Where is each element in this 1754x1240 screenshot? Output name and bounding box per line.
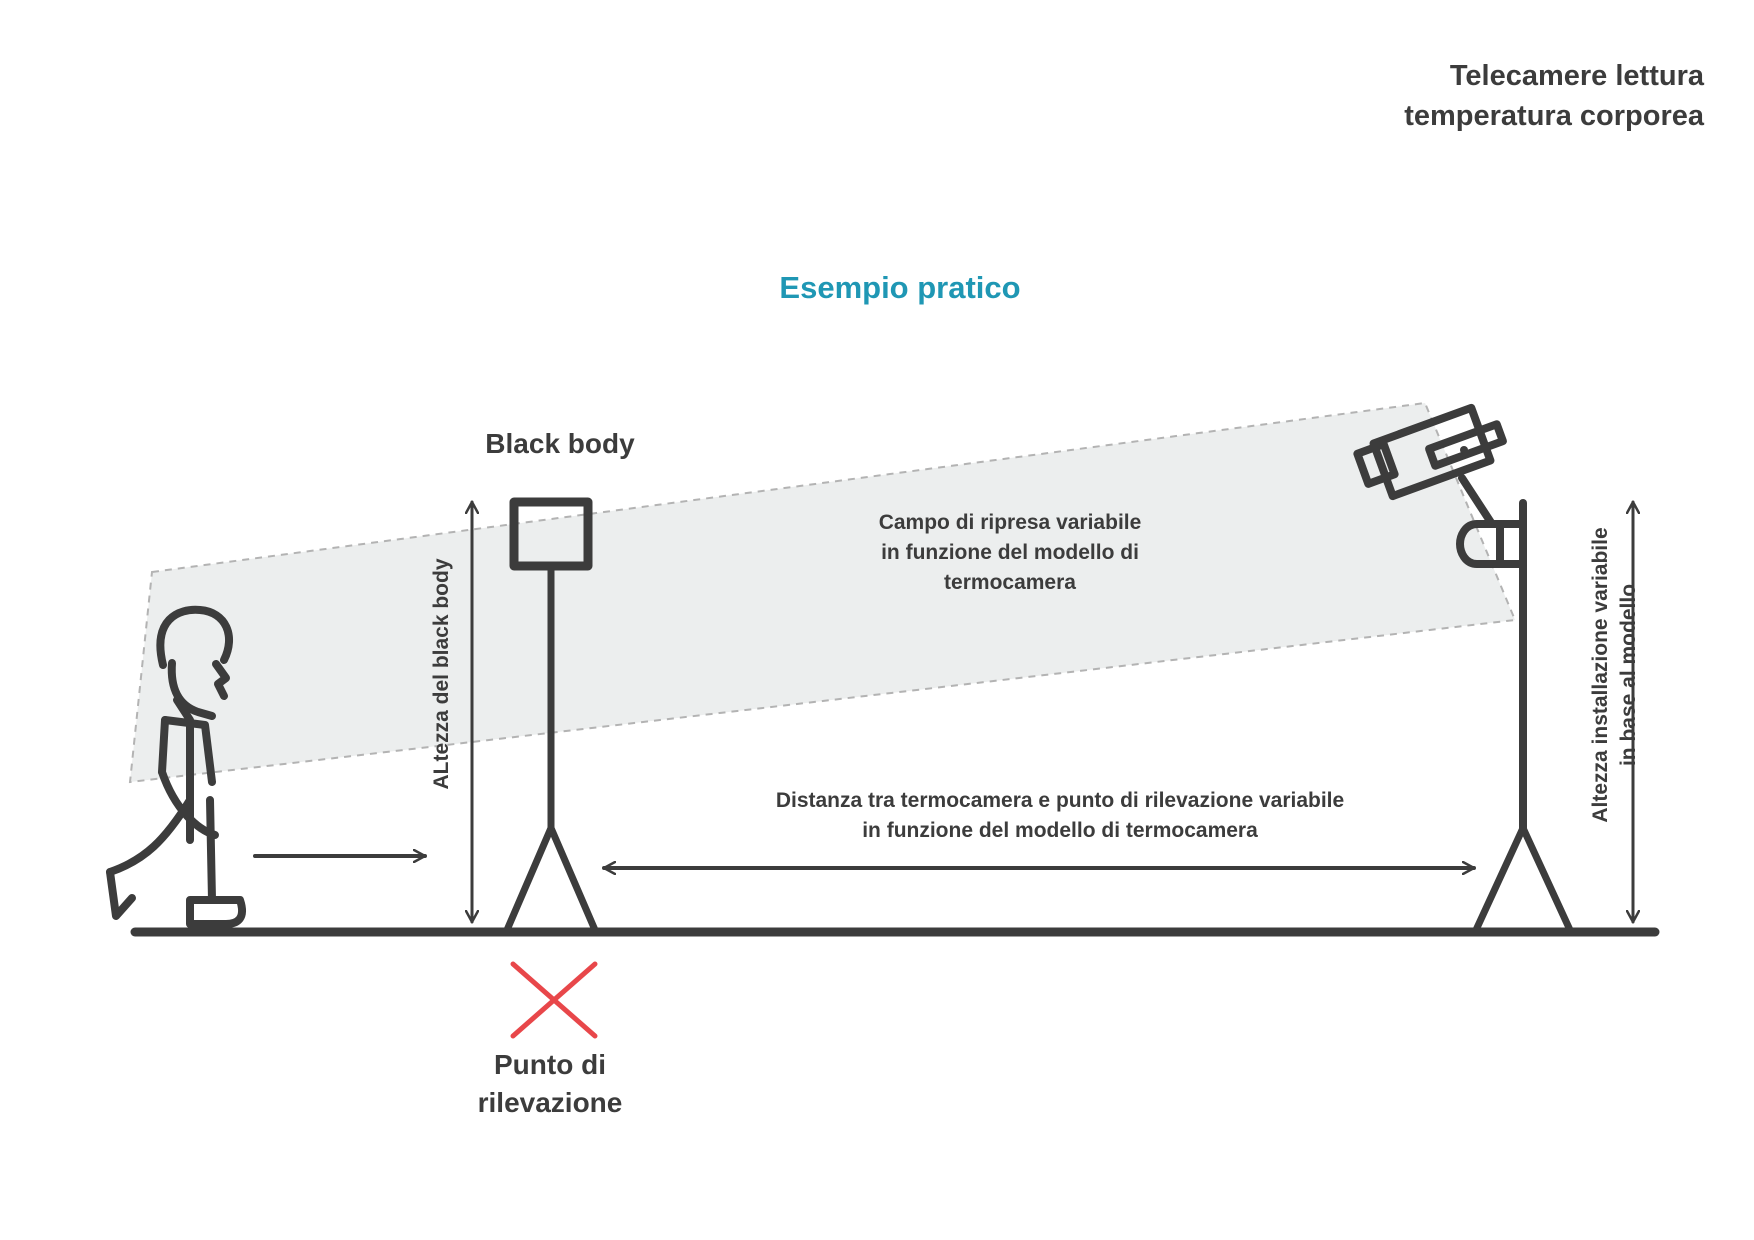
walking-person-icon xyxy=(106,605,247,928)
detection-point-label: Punto di rilevazione xyxy=(430,1046,670,1122)
detection-point-label-line-2: rilevazione xyxy=(477,1087,623,1118)
installation-height-label-line-2: in base al modello xyxy=(1617,583,1640,767)
document-title-line-1: Telecamere lettura xyxy=(1449,60,1704,92)
document-title: Telecamere lettura temperatura corporea xyxy=(1184,56,1704,136)
installation-height-label: Altezza installazione variabile in base … xyxy=(1587,495,1643,855)
distance-label-line-1: Distanza tra termocamera e punto di rile… xyxy=(775,789,1345,812)
section-subtitle: Esempio pratico xyxy=(779,270,1021,305)
black-body-stand xyxy=(503,497,599,934)
camera-tripod xyxy=(1472,824,1574,934)
x-mark-icon xyxy=(510,961,598,1039)
black-body-label: Black body xyxy=(485,428,635,459)
distance-label: Distanza tra termocamera e punto di rile… xyxy=(640,786,1480,846)
field-of-view-label-line-1: Campo di ripresa variabile xyxy=(878,511,1142,534)
black-body-height-label: ALtezza del black body xyxy=(430,558,453,790)
black-body-tripod xyxy=(503,824,599,934)
document-title-line-2: temperatura corporea xyxy=(1404,100,1704,132)
field-of-view-label-line-2: in funzione del modello di xyxy=(881,541,1139,564)
thermal-camera-icon xyxy=(1353,403,1527,568)
detection-point-label-line-1: Punto di xyxy=(494,1049,606,1080)
installation-height-label-line-1: Altezza installazione variabile xyxy=(1589,527,1612,823)
field-of-view-label-line-3: termocamera xyxy=(944,571,1076,594)
field-of-view-label: Campo di ripresa variabile in funzione d… xyxy=(800,508,1220,598)
distance-label-line-2: in funzione del modello di termocamera xyxy=(862,819,1258,842)
